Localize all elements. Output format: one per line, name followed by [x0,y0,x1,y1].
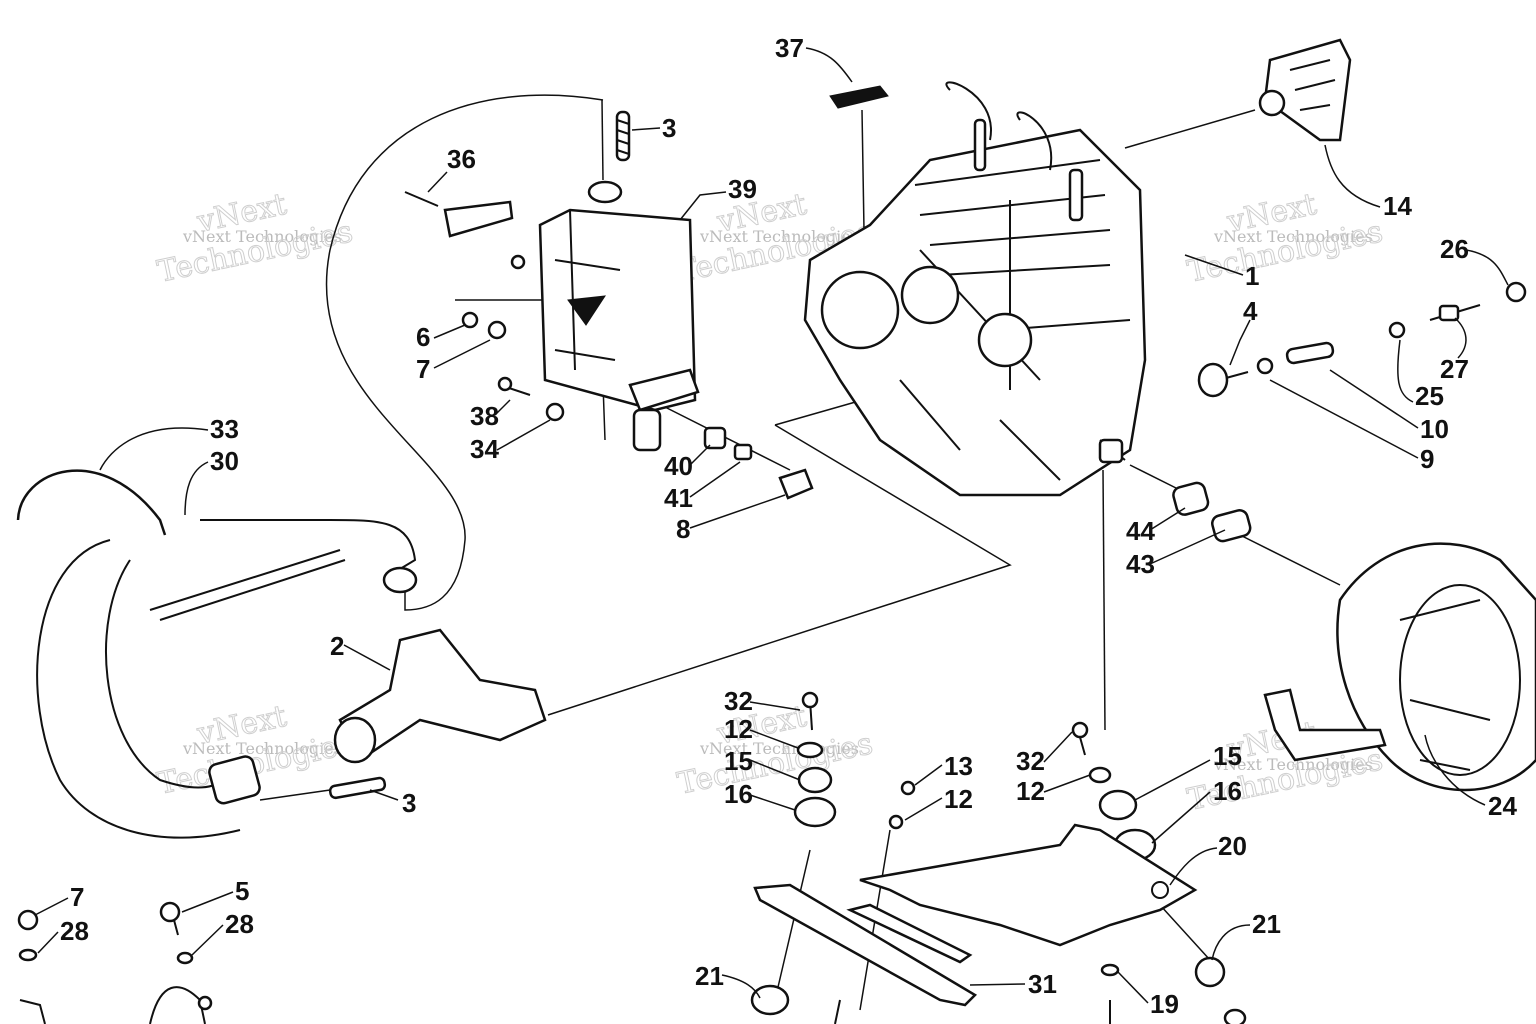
callout-label: 15 [724,746,753,776]
guide-line-spring-lower [259,789,331,801]
callout-label: 15 [1213,741,1242,771]
callout-label: 24 [1488,791,1517,821]
callout-label: 43 [1126,549,1155,579]
callout-label: 20 [1218,831,1247,861]
callout-label: 10 [1420,414,1449,444]
callout-label: 8 [676,514,690,544]
callout-label: 41 [664,483,693,513]
watermark-small: vNext Technologies [182,227,342,246]
callout-label: 9 [1420,444,1434,474]
recoil-starter-part [1258,38,1352,142]
callout-label: 37 [775,33,804,63]
engine-part [803,81,1147,497]
watermark-small: vNext Technologies [1213,755,1373,774]
callout-label: 12 [1016,776,1045,806]
callout-label: 25 [1415,381,1444,411]
callout-label: 14 [1383,191,1412,221]
callout-label: 28 [60,916,89,946]
callout-label: 13 [944,751,973,781]
lower-bracket-part [753,883,978,1007]
oil-tank-part [538,180,700,452]
callout-label: 6 [416,322,430,352]
callout-label: 21 [695,961,724,991]
callout-label: 3 [402,788,416,818]
callout-label: 44 [1126,516,1155,546]
callout-label: 28 [225,909,254,939]
spring-part [615,110,631,162]
bolt-part [834,999,841,1024]
callout-label: 40 [664,451,693,481]
guide-line-hose [325,94,604,611]
watermark-small: vNext Technologies [699,227,859,246]
callout-label: 32 [724,686,753,716]
bracket-part [404,191,526,270]
guide-line-spacer [1129,464,1181,491]
callout-label: 36 [447,144,476,174]
guide-line-recoil [1124,109,1256,149]
callout-label: 16 [724,779,753,809]
callout-label: 33 [210,414,239,444]
callout-label: 7 [70,882,84,912]
guide-line-manifold [547,424,1012,716]
lower-left-hardware-group [17,901,213,1024]
callout-label: 16 [1213,776,1242,806]
guide-line-spring [601,99,604,181]
exhaust-manifold-part [333,628,547,764]
washers-left-group [461,311,814,500]
callout-label: 31 [1028,969,1057,999]
callout-label: 5 [235,876,249,906]
spring-lower-part [328,776,387,800]
guide-line-mount [1102,469,1106,731]
callout-label: 38 [470,401,499,431]
exhaust-pipe-part [16,469,418,839]
callout-label: 3 [662,113,676,143]
callout-label: 27 [1440,354,1469,384]
callout-label: 12 [944,784,973,814]
callout-label: 12 [724,714,753,744]
callout-label: 7 [416,354,430,384]
watermark-small: vNext Technologies [1213,227,1373,246]
callout-label: 2 [330,631,344,661]
rubber-mount-right-part [1194,956,1247,1024]
mounting-plate-part [859,823,1198,947]
callout-label: 34 [470,434,499,464]
callout-label: 19 [1150,989,1179,1019]
callout-label: 32 [1016,746,1045,776]
spacers-group [1172,481,1252,543]
leader-lines [34,47,1509,1004]
guide-line-right-mount [1159,904,1211,961]
callout-label: 39 [728,174,757,204]
watermark-small: vNext Technologies [182,739,342,758]
guide-line-clutch [1239,534,1341,586]
mount-hardware-left-group [793,691,916,830]
rubber-mount-left-part [750,984,790,1016]
hardware-right-group [1197,281,1527,398]
callout-labels: 37 3 36 39 14 1 26 4 27 25 10 9 6 7 38 3… [60,33,1517,1019]
callout-label: 1 [1245,261,1259,291]
callout-label: 30 [210,446,239,476]
callout-label: 4 [1243,296,1258,326]
callout-label: 26 [1440,234,1469,264]
clutch-part [1263,542,1536,792]
guide-line-decal [861,109,865,231]
callout-label: 21 [1252,909,1281,939]
decal-part [829,85,889,109]
guide-line-left-mount [774,849,811,1001]
